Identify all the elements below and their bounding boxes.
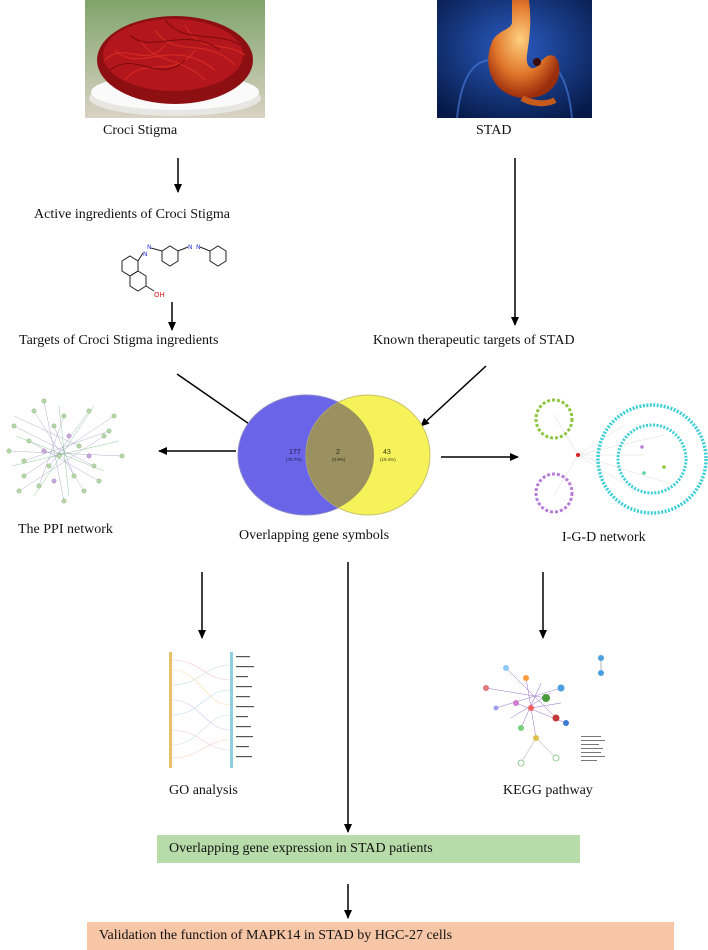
known-targets-label: Known therapeutic targets of STAD bbox=[373, 333, 575, 348]
expression-box-label: Overlapping gene expression in STAD pati… bbox=[169, 841, 433, 856]
molecule-n-label-1: N bbox=[143, 251, 148, 258]
expression-box: Overlapping gene expression in STAD pati… bbox=[157, 835, 580, 863]
croci-stigma-label: Croci Stigma bbox=[103, 123, 178, 138]
venn-right-pct: (19.4%) bbox=[380, 457, 396, 462]
saffron-image bbox=[85, 0, 265, 118]
venn-right-count: 43 bbox=[383, 449, 391, 456]
targets-ingredients-label: Targets of Croci Stigma ingredients bbox=[19, 333, 219, 348]
ppi-network-label: The PPI network bbox=[18, 522, 113, 537]
kegg-pathway-image bbox=[466, 648, 616, 772]
molecule-n-label-3: N bbox=[188, 244, 193, 251]
overlapping-symbols-label: Overlapping gene symbols bbox=[239, 528, 390, 543]
arrow-known-to-venn bbox=[420, 365, 487, 427]
venn-left-pct: (79.7%) bbox=[286, 457, 302, 462]
go-analysis-image bbox=[160, 650, 270, 770]
venn-overlap-pct: (0.9%) bbox=[332, 457, 346, 462]
molecule-n-label-4: N bbox=[196, 244, 201, 251]
ppi-network-image bbox=[4, 396, 128, 508]
venn-diagram: 177 (79.7%) 2 (0.9%) 43 (19.4%) bbox=[237, 393, 437, 517]
igd-network-image bbox=[524, 395, 708, 523]
arrow-targets-to-venn bbox=[176, 373, 256, 429]
molecule-structure: N N N N OH bbox=[110, 237, 250, 309]
igd-network-label: I-G-D network bbox=[562, 530, 646, 545]
molecule-n-label-2: N bbox=[147, 244, 152, 251]
active-ingredients-label: Active ingredients of Croci Stigma bbox=[34, 207, 230, 222]
venn-left-count: 177 bbox=[289, 449, 301, 456]
go-analysis-label: GO analysis bbox=[169, 783, 238, 798]
kegg-pathway-label: KEGG pathway bbox=[503, 783, 593, 798]
molecule-oh-label: OH bbox=[154, 291, 165, 299]
validation-box-label: Validation the function of MAPK14 in STA… bbox=[99, 928, 453, 943]
venn-overlap-count: 2 bbox=[336, 449, 340, 456]
venn-overlap-region bbox=[306, 395, 374, 515]
stad-label: STAD bbox=[476, 123, 512, 138]
validation-box: Validation the function of MAPK14 in STA… bbox=[87, 922, 674, 950]
stomach-image bbox=[437, 0, 592, 118]
